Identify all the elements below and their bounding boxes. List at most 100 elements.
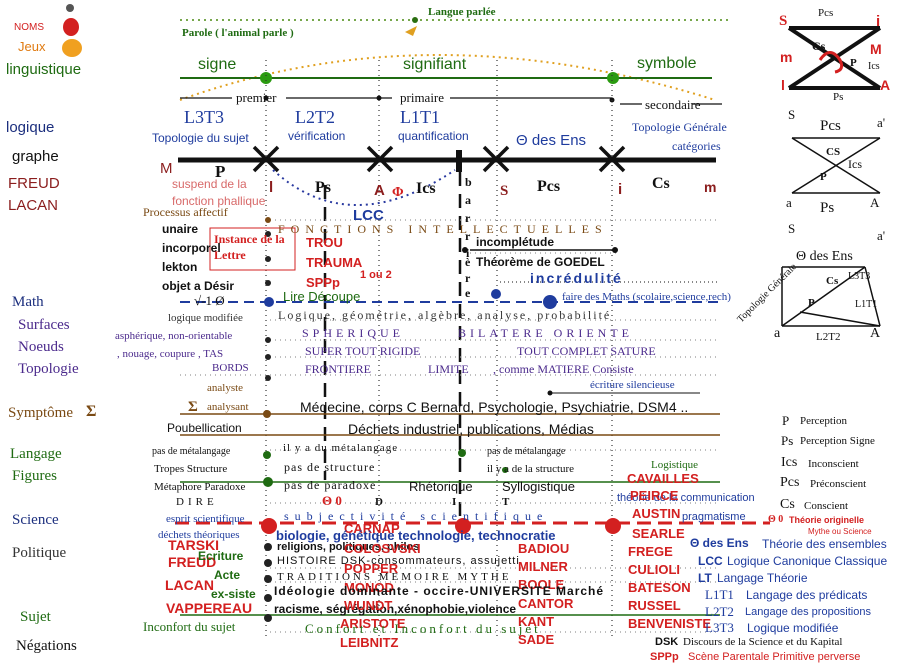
- axis-Ps: Ps: [315, 179, 331, 196]
- barriere-4: r: [465, 229, 471, 243]
- rt-Pcs: Pcs: [818, 7, 834, 19]
- secondaire: secondaire: [645, 97, 701, 112]
- logique-geo: Logique, géométrie, algèbre, analyse, pr…: [278, 308, 612, 322]
- axis-M: M: [160, 160, 173, 177]
- colosvski: COLOSVSKI: [344, 541, 421, 556]
- legend-theta0-txt: Théorie originelle: [789, 515, 865, 525]
- ex-siste: ex-siste: [211, 587, 256, 601]
- confort: Confort et Inconfort du sujet: [305, 621, 541, 636]
- left-lacan: LACAN: [8, 197, 59, 214]
- racine: √-1 Ø: [194, 293, 225, 308]
- inconfort: Inconfort du sujet: [143, 619, 236, 634]
- rt3-l2t2: L2T2: [816, 331, 841, 343]
- letter-I: I: [452, 496, 457, 508]
- parole: Parole ( l'animal parle ): [182, 27, 294, 39]
- medecine: Médecine, corps C Bernard, Psychologie, …: [300, 399, 689, 415]
- searle: SEARLE: [632, 526, 685, 541]
- rt-Cs: Cs: [812, 39, 826, 53]
- rt2-Ics: Ics: [848, 157, 862, 171]
- legend-theta0: Θ 0: [768, 514, 784, 525]
- left-sujet: Sujet: [20, 609, 51, 625]
- aspherique: asphérique, non-orientable: [115, 330, 233, 342]
- kant: KANT: [518, 614, 555, 629]
- left-negations: Négations: [16, 638, 77, 654]
- axis-P: P: [215, 162, 226, 181]
- legend-sppp: SPPp: [650, 651, 679, 663]
- quantification: quantification: [398, 129, 469, 143]
- legend-theta-ens: Θ des Ens: [690, 536, 749, 550]
- axis-i: i: [618, 181, 623, 198]
- trauma: TRAUMA: [306, 255, 363, 270]
- analysant: analysant: [207, 401, 249, 413]
- comme-matiere: , comme MATIERE Consiste: [493, 362, 634, 376]
- russel: RUSSEL: [628, 598, 681, 613]
- popper: POPPER: [344, 561, 399, 576]
- legend-Ps-sym: Ps: [781, 433, 794, 448]
- barriere-7: r: [465, 271, 471, 285]
- vappereau: VAPPEREAU: [166, 600, 253, 616]
- super-rigide: SUPER TOUT RIGIDE: [305, 344, 421, 358]
- left-sigma: Σ: [86, 403, 97, 420]
- legend-l1t1: L1T1: [705, 587, 734, 602]
- left-langage: Langage: [10, 446, 62, 462]
- legend-l3t3: L3T3: [705, 620, 734, 635]
- racisme: racisme, ségrégation,xénophobie,violence: [274, 602, 517, 616]
- rt2-Cs: CS: [826, 146, 841, 158]
- axis-S: S: [500, 183, 509, 199]
- rhetorique: Rhétorique: [409, 479, 473, 494]
- un-ou-deux: 1 ou 2: [360, 269, 392, 281]
- dire: DIRE: [176, 496, 218, 508]
- freud-2: FREUD: [168, 554, 217, 570]
- wundt: WUNDT: [344, 598, 393, 613]
- sade: SADE: [518, 632, 555, 647]
- axis-Ics: Ics: [416, 180, 436, 197]
- rt-S: S: [779, 13, 788, 29]
- categories: catégories: [672, 139, 721, 153]
- rt2-Pcs: Pcs: [820, 118, 841, 134]
- traditions: TRADITIONS MEMOIRE MYTHE: [277, 571, 512, 583]
- incredulite: incrédulité: [530, 270, 623, 286]
- barriere-3: r: [465, 211, 471, 225]
- legend-Pcs-sym: Pcs: [780, 475, 800, 490]
- spherique: SPHERIQUE: [302, 326, 405, 340]
- left-figures: Figures: [12, 468, 57, 484]
- rt-l: l: [781, 77, 785, 93]
- rt3-a-prime: a': [877, 228, 886, 243]
- legend-Cs-txt: Conscient: [804, 500, 848, 512]
- lcc: LCC: [353, 207, 384, 224]
- axis-m: m: [704, 179, 717, 195]
- legend-jeux: Jeux: [18, 39, 46, 54]
- badiou: BADIOU: [518, 541, 570, 556]
- metaphore: Métaphore Paradoxe: [154, 481, 246, 493]
- rt-M: M: [870, 41, 882, 57]
- rt-A: A: [880, 77, 891, 93]
- leibnitz: LEIBNITZ: [340, 635, 399, 650]
- axis-l: l: [269, 179, 274, 196]
- primaire: primaire: [400, 90, 445, 105]
- symbole: symbole: [637, 55, 697, 72]
- cavailles: CAVAILLES: [627, 471, 699, 486]
- dechets: Déchets industriel, publications, Médias: [348, 421, 594, 437]
- signifiant: signifiant: [403, 56, 467, 73]
- legend-lt-txt: Langage Théorie: [717, 571, 808, 585]
- rt2-A: A: [870, 195, 880, 210]
- pas-structure: pas de structure: [284, 460, 376, 474]
- poubellication: Poubellication: [167, 421, 242, 435]
- incorporel: incorporel: [162, 241, 221, 255]
- instance-lettre-1: Instance de la Lettre: [214, 232, 285, 262]
- legend-Ps-txt: Perception Signe: [800, 435, 875, 447]
- lekton: lekton: [162, 260, 198, 274]
- legend-dsk-txt: Discours de la Science et du Kapital: [683, 636, 843, 648]
- rt2-a-prime: a': [877, 115, 886, 130]
- legend-l2t2-txt: Langage des propositions: [745, 606, 871, 618]
- cantor: CANTOR: [518, 596, 574, 611]
- benveniste: BENVENISTE: [628, 616, 712, 631]
- langue-parlee: Langue parlée: [428, 6, 496, 18]
- letter-T: T: [502, 496, 510, 508]
- ecriture-silencieuse: écriture silencieuse: [590, 379, 675, 391]
- il-y-a-meta: il y a du métalangage: [283, 442, 399, 454]
- left-freud: FREUD: [8, 175, 60, 192]
- barriere-1: b: [465, 175, 472, 189]
- boole: BOOLE: [518, 577, 565, 592]
- esprit-scientifique: esprit scientifique: [166, 513, 245, 525]
